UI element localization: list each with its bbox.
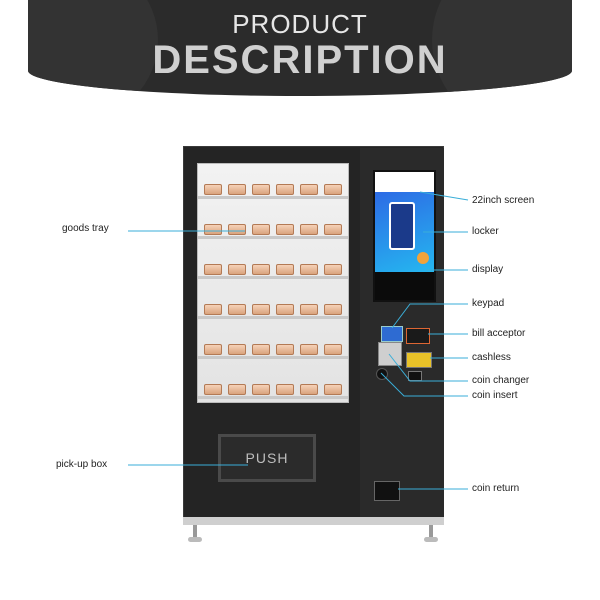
callout-goods-tray: goods tray bbox=[62, 223, 109, 234]
callout-bill-acceptor: bill acceptor bbox=[472, 328, 526, 339]
product-item bbox=[276, 304, 294, 315]
pickup-box[interactable]: PUSH bbox=[218, 434, 316, 482]
product-item bbox=[252, 304, 270, 315]
product-item bbox=[324, 264, 342, 275]
product-item bbox=[300, 264, 318, 275]
machine-foot bbox=[188, 525, 202, 543]
callout-display: display bbox=[472, 264, 504, 275]
product-item bbox=[228, 304, 246, 315]
screen-coin-graphic bbox=[417, 252, 429, 264]
screen-phone-graphic bbox=[389, 202, 415, 250]
product-item bbox=[204, 304, 222, 315]
tray-shelf bbox=[198, 276, 348, 279]
product-item bbox=[204, 184, 222, 195]
product-item bbox=[252, 384, 270, 395]
coin-return-slot[interactable] bbox=[374, 481, 400, 501]
tray-shelf bbox=[198, 236, 348, 239]
product-item bbox=[228, 224, 246, 235]
product-item bbox=[228, 384, 246, 395]
product-item bbox=[324, 304, 342, 315]
product-item bbox=[324, 384, 342, 395]
product-item bbox=[276, 184, 294, 195]
callout-coin-changer: coin changer bbox=[472, 375, 530, 386]
keypad[interactable] bbox=[378, 342, 402, 366]
callout-line-coin-changer bbox=[388, 353, 468, 382]
callout-locker: locker bbox=[472, 226, 499, 237]
tray-shelf bbox=[198, 316, 348, 319]
product-item bbox=[276, 264, 294, 275]
product-item bbox=[324, 224, 342, 235]
keypad-display bbox=[381, 326, 403, 342]
product-item bbox=[228, 184, 246, 195]
product-item bbox=[252, 264, 270, 275]
product-item bbox=[204, 224, 222, 235]
product-item bbox=[252, 224, 270, 235]
callout-cashless: cashless bbox=[472, 352, 511, 363]
product-item bbox=[276, 224, 294, 235]
callout-pickup-box: pick-up box bbox=[56, 459, 108, 470]
callout-line-keypad bbox=[391, 303, 468, 329]
push-label: PUSH bbox=[245, 450, 289, 466]
tray-shelf bbox=[198, 356, 348, 359]
header-banner bbox=[28, 0, 572, 96]
cashless-reader[interactable] bbox=[406, 352, 432, 368]
product-item bbox=[300, 344, 318, 355]
goods-tray-window bbox=[197, 163, 349, 403]
callout-keypad: keypad bbox=[472, 298, 505, 309]
product-item bbox=[204, 384, 222, 395]
callout-coin-return: coin return bbox=[472, 483, 520, 494]
screen-header bbox=[375, 172, 434, 192]
header-title-line1: PRODUCT bbox=[232, 9, 368, 39]
product-item bbox=[252, 184, 270, 195]
screen-lower-area bbox=[375, 272, 434, 300]
bill-acceptor[interactable] bbox=[406, 328, 430, 344]
product-item bbox=[324, 344, 342, 355]
product-item bbox=[228, 344, 246, 355]
callout-line-coin-insert bbox=[380, 372, 468, 397]
product-item bbox=[228, 264, 246, 275]
product-item bbox=[276, 344, 294, 355]
callout-coin-insert: coin insert bbox=[472, 390, 518, 401]
callout-line-screen bbox=[419, 191, 469, 201]
product-item bbox=[300, 384, 318, 395]
tray-shelf bbox=[198, 196, 348, 199]
machine-base bbox=[183, 517, 444, 525]
banner-decoration bbox=[432, 0, 572, 96]
product-item bbox=[276, 384, 294, 395]
product-item bbox=[324, 184, 342, 195]
tray-shelf bbox=[198, 396, 348, 399]
header-title-line2: DESCRIPTION bbox=[152, 38, 448, 82]
callout-screen: 22inch screen bbox=[472, 195, 535, 206]
product-item bbox=[204, 264, 222, 275]
product-item bbox=[300, 304, 318, 315]
product-item bbox=[300, 184, 318, 195]
product-item bbox=[300, 224, 318, 235]
machine-foot bbox=[424, 525, 438, 543]
touch-screen bbox=[373, 170, 436, 302]
product-item bbox=[252, 344, 270, 355]
banner-decoration bbox=[28, 0, 158, 96]
product-item bbox=[204, 344, 222, 355]
